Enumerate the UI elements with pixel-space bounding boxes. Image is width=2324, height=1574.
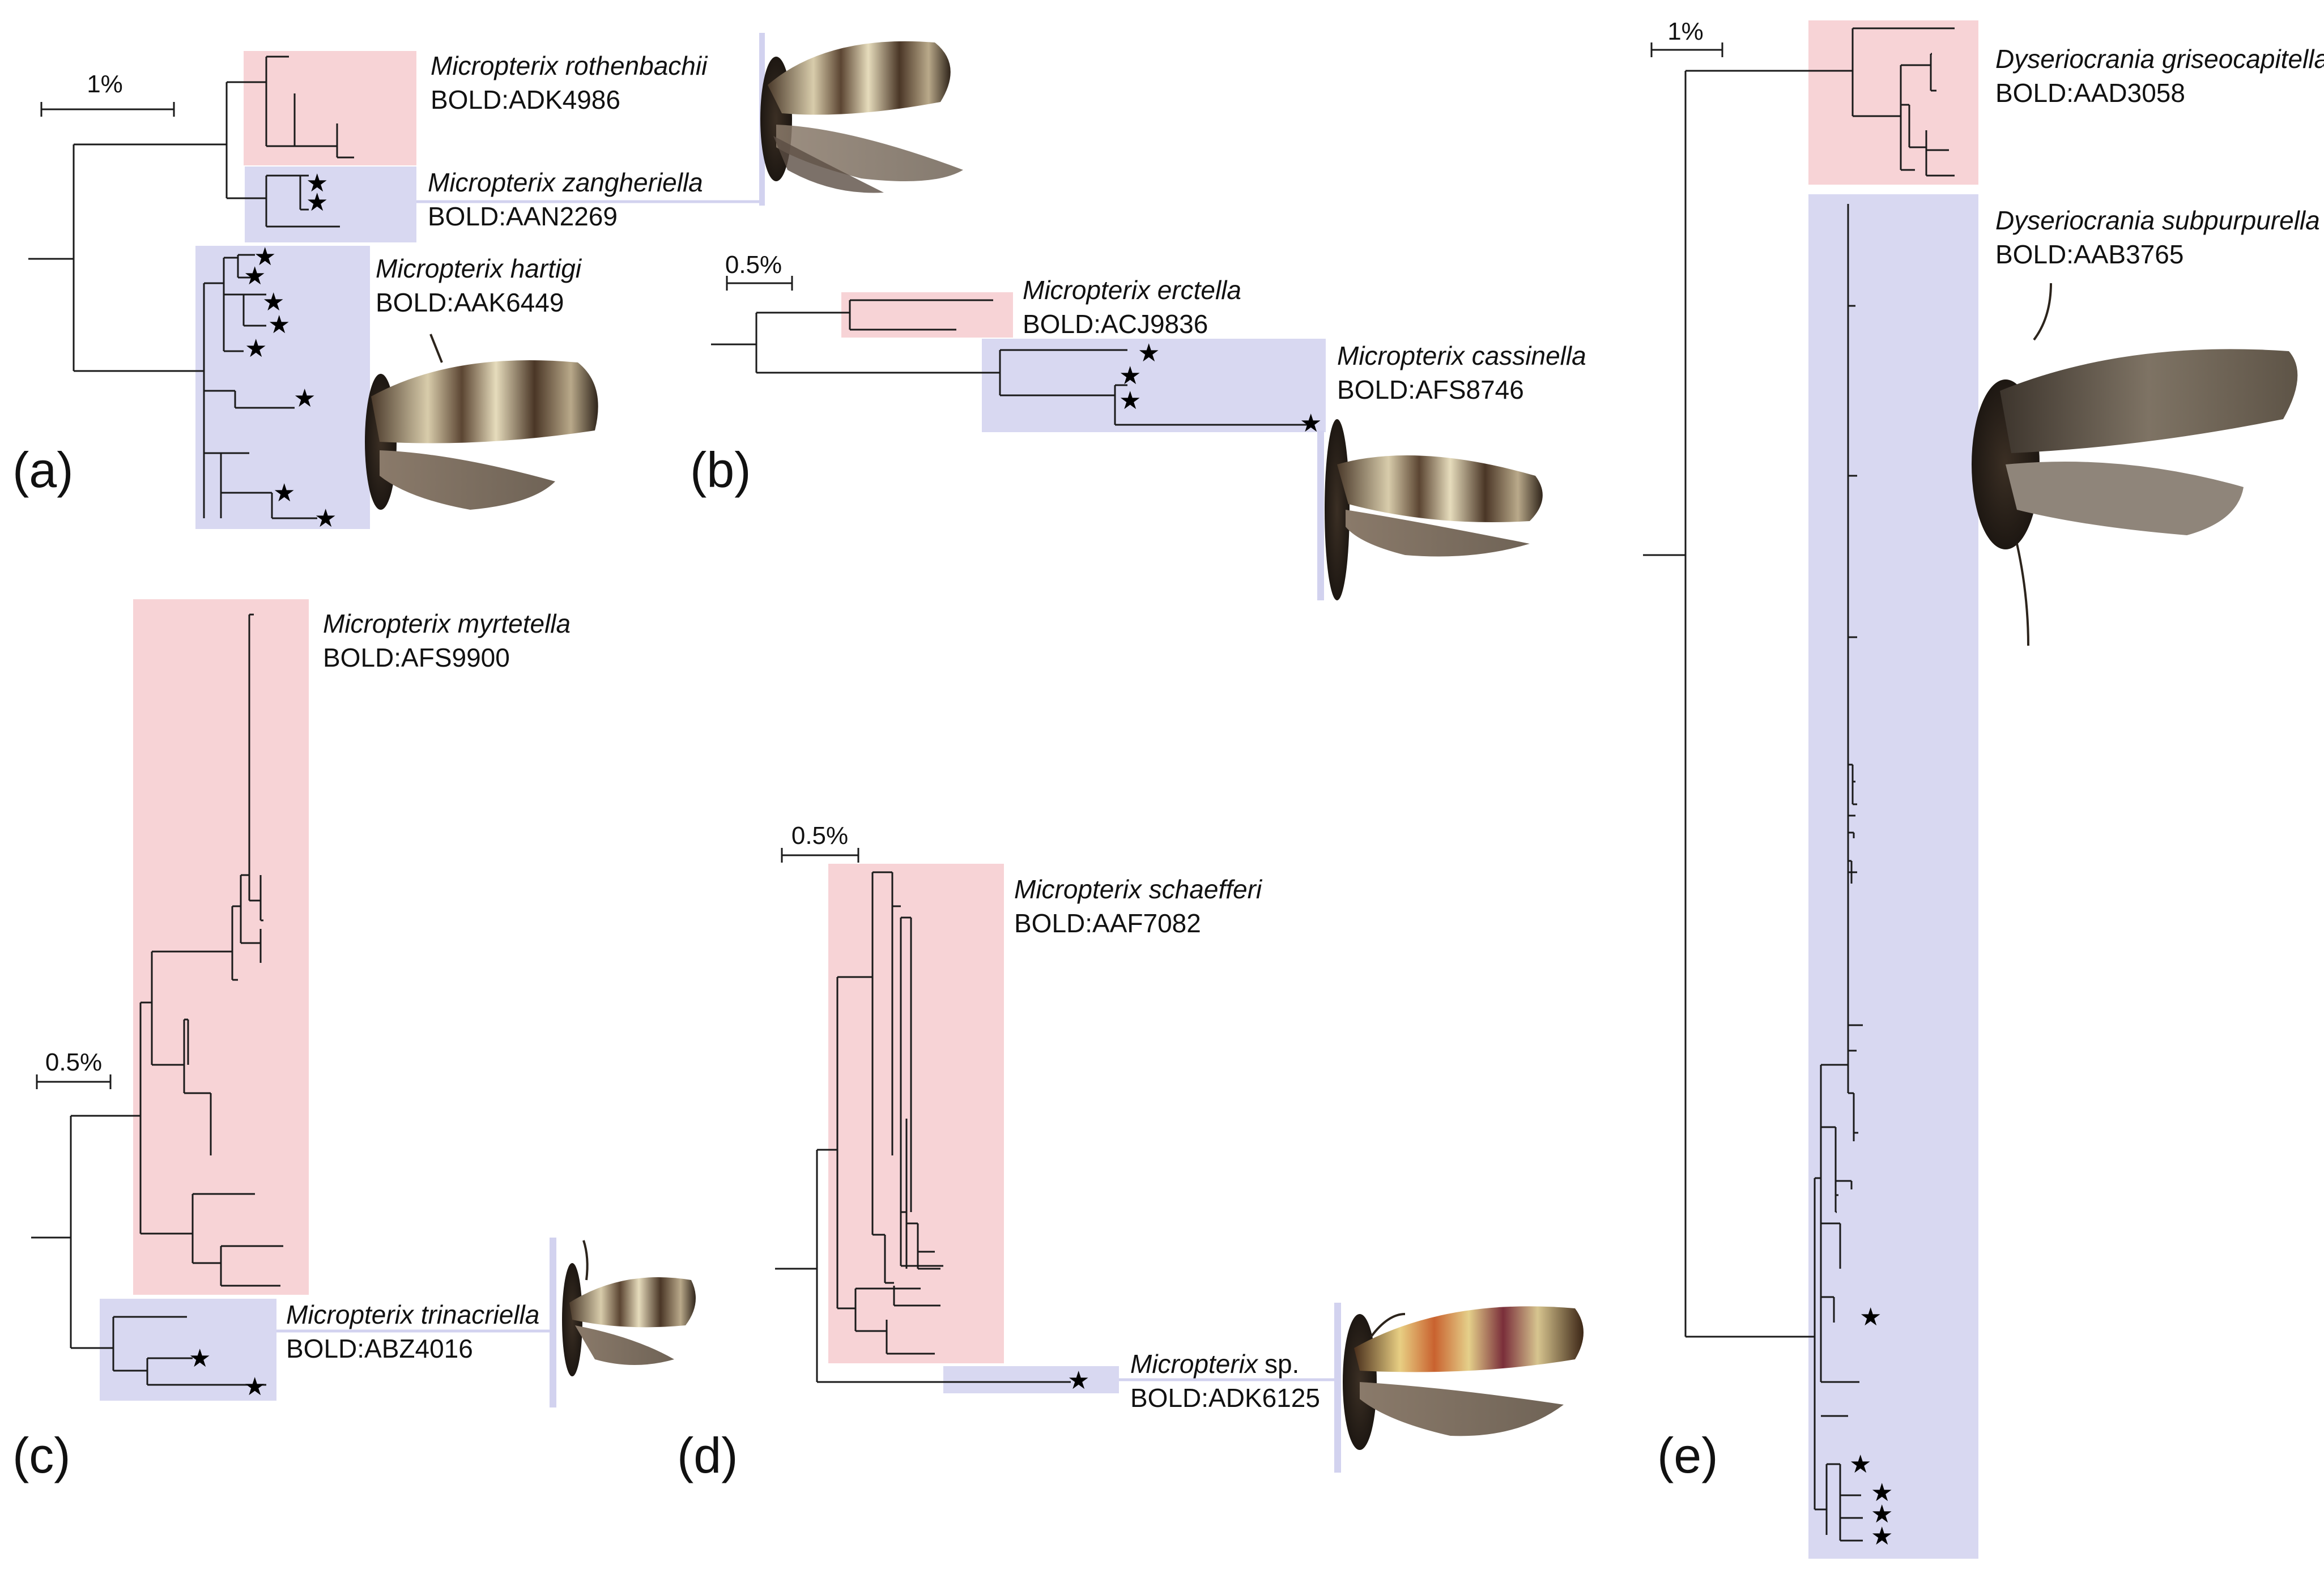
clade-box-cassinella <box>982 339 1326 432</box>
moth-photo-zangheriella <box>760 41 963 193</box>
panel-d: 0.5% ★ Micropterix schaefferi BOLD:AAF70… <box>677 822 1584 1483</box>
clade-box-erctella <box>841 292 1013 338</box>
bold-bin-label: BOLD:AAF7082 <box>1014 908 1201 938</box>
star-icon: ★ <box>268 311 290 339</box>
star-icon: ★ <box>306 169 328 197</box>
tree-d <box>775 871 1071 1383</box>
clade-box-griseocapitella <box>1808 20 1978 185</box>
bold-bin-label: BOLD:AFS9900 <box>323 643 510 672</box>
star-icon: ★ <box>189 1345 211 1372</box>
star-icon: ★ <box>244 262 266 290</box>
clade-box-zangheriella <box>245 167 416 242</box>
star-icon: ★ <box>1871 1500 1893 1528</box>
star-icon: ★ <box>1859 1303 1882 1331</box>
panel-a: 1% ★ ★ ★ ★ ★ ★ ★ ★ ★ ★ Micropterix rothe… <box>12 33 963 532</box>
species-label: Dyseriocrania griseocapitella <box>1995 44 2324 74</box>
star-icon: ★ <box>1871 1479 1893 1507</box>
tree-a <box>28 56 354 519</box>
bold-bin-label: BOLD:ADK4986 <box>431 85 620 114</box>
species-name: Micropterix <box>1130 1349 1259 1379</box>
moth-photo-subpurpurella <box>1972 283 2298 646</box>
connector-bar <box>1334 1303 1341 1473</box>
panel-label-b: (b) <box>690 442 751 498</box>
scale-label-b: 0.5% <box>725 251 782 279</box>
bold-bin-label: BOLD:AAN2269 <box>428 202 618 231</box>
panel-label-a: (a) <box>12 442 74 498</box>
tree-d-extra <box>893 1286 940 1307</box>
moth-photo-cassinella <box>1325 419 1543 600</box>
star-icon: ★ <box>245 335 267 362</box>
species-label: Micropterix schaefferi <box>1014 875 1263 904</box>
scale-label-e: 1% <box>1667 18 1704 45</box>
clade-box-myrtetella <box>133 599 309 1295</box>
moth-photo-hartigi <box>365 334 598 510</box>
scale-bar-b: 0.5% <box>725 251 793 291</box>
scale-bar-d: 0.5% <box>781 822 859 863</box>
connector-bar <box>550 1238 556 1407</box>
star-icon: ★ <box>244 1373 266 1401</box>
scale-label-a: 1% <box>87 70 123 98</box>
tree-e <box>1643 27 1955 1542</box>
tree-b <box>711 299 1309 426</box>
scale-bar-e: 1% <box>1650 18 1723 57</box>
panel-e: 1% ★ ★ ★ ★ ★ Dyseriocrania griseocapitel… <box>1643 18 2324 1559</box>
panel-label-e: (e) <box>1657 1427 1718 1483</box>
star-icon: ★ <box>1849 1451 1871 1478</box>
clade-box-rothenbachii <box>244 51 416 165</box>
panel-c: 0.5% ★ ★ Micropterix myrtetella BOLD:AFS… <box>12 599 696 1483</box>
species-label: Micropterix hartigi <box>376 254 582 283</box>
star-icon: ★ <box>1138 339 1160 367</box>
star-icon: ★ <box>1871 1522 1893 1550</box>
species-label: Micropterix zangheriella <box>428 168 703 197</box>
connector-bar <box>1317 430 1324 600</box>
bold-bin-label: BOLD:AFS8746 <box>1337 375 1524 404</box>
moth-photo-micropterix-sp <box>1343 1306 1584 1450</box>
bold-bin-label: BOLD:ACJ9836 <box>1023 309 1208 339</box>
panel-b: 0.5% ★ ★ ★ ★ Micropterix erctella BOLD:A… <box>690 251 1586 600</box>
panel-label-d: (d) <box>677 1427 738 1483</box>
bold-bin-label: BOLD:ABZ4016 <box>286 1334 473 1363</box>
tree-c <box>31 613 283 1386</box>
star-icon: ★ <box>293 385 316 412</box>
bold-bin-label: BOLD:ADK6125 <box>1130 1383 1320 1413</box>
species-label: Micropterix trinacriella <box>286 1300 539 1329</box>
species-suffix: sp. <box>1265 1349 1299 1379</box>
bold-bin-label: BOLD:AAK6449 <box>376 288 564 317</box>
bold-bin-label: BOLD:AAD3058 <box>1995 78 2185 108</box>
species-label: Micropterix rothenbachii <box>431 51 708 80</box>
clade-box-subpurpurella <box>1808 194 1978 1559</box>
species-label: Micropterix erctella <box>1023 275 1241 305</box>
star-icon: ★ <box>306 189 328 216</box>
star-icon: ★ <box>1119 362 1141 390</box>
star-icon: ★ <box>1067 1367 1089 1394</box>
scale-label-d: 0.5% <box>791 822 848 850</box>
moth-photo-trinacriella <box>562 1240 696 1376</box>
star-icon: ★ <box>254 243 276 271</box>
species-label: Micropterix cassinella <box>1337 341 1586 370</box>
panel-label-c: (c) <box>12 1427 71 1483</box>
bold-bin-label: BOLD:AAB3765 <box>1995 240 2183 269</box>
clade-box-trinacriella <box>100 1299 276 1401</box>
clade-box-micropterix-sp <box>943 1366 1119 1393</box>
star-icon: ★ <box>1119 387 1141 415</box>
clade-box-schaefferi <box>828 864 1004 1363</box>
star-icon: ★ <box>314 505 337 532</box>
star-icon: ★ <box>262 288 284 316</box>
species-label: Micropterix myrtetella <box>323 609 571 638</box>
scale-bar-c: 0.5% <box>36 1048 112 1089</box>
scale-bar-a: 1% <box>40 70 175 117</box>
species-label: Dyseriocrania subpurpurella <box>1995 206 2320 235</box>
scale-label-c: 0.5% <box>45 1048 102 1076</box>
star-icon: ★ <box>273 479 295 507</box>
